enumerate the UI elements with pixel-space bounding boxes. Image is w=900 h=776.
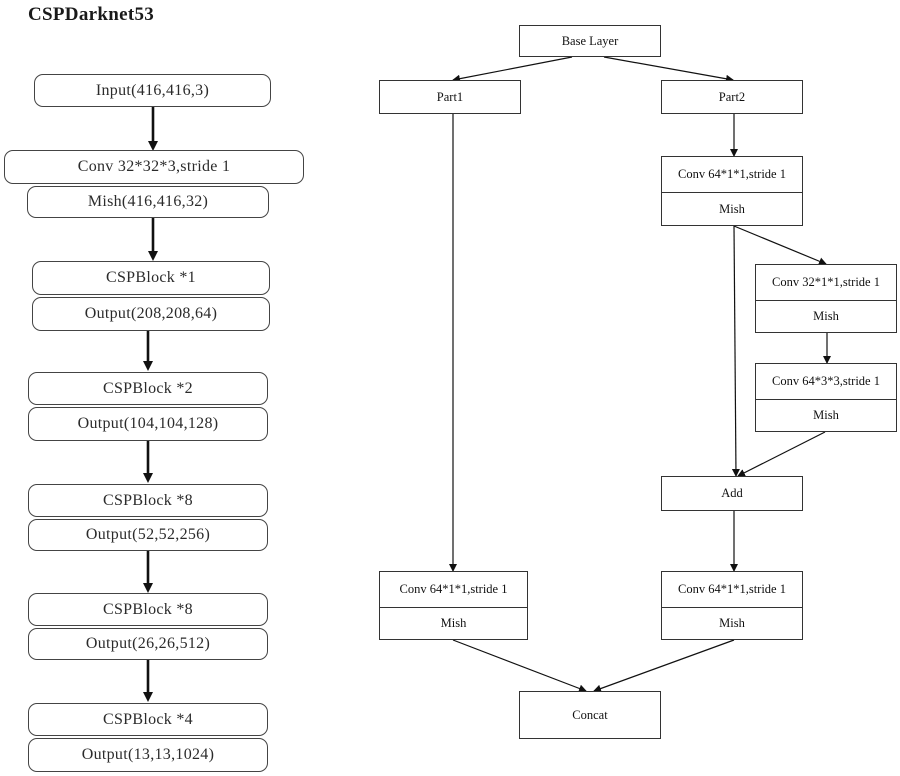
conv-box: Conv 32*32*3,stride 1 <box>4 150 304 184</box>
conv-left-label: Conv 64*1*1,stride 1 <box>399 582 508 596</box>
input-box: Input(416,416,3) <box>34 74 271 107</box>
arrow-conva-add <box>731 225 740 477</box>
diagram-title: CSPDarknet53 <box>28 4 155 25</box>
csp-output-5: Output(13,13,1024) <box>28 738 268 772</box>
csp-output-3: Output(52,52,256) <box>28 519 268 551</box>
conv-right-label: Conv 64*1*1,stride 1 <box>678 582 786 596</box>
conv-b-act: Mish <box>756 300 896 332</box>
csp-block-2: CSPBlock *2 <box>28 372 268 405</box>
arrow-base-part2 <box>603 56 734 83</box>
conv-c-act: Mish <box>756 399 896 431</box>
part1-box: Part1 <box>379 80 521 114</box>
arrow-convright-concat <box>593 639 735 693</box>
conv-a-act: Mish <box>662 192 802 225</box>
part2-box: Part2 <box>661 80 803 114</box>
arrow-base-part1 <box>452 56 573 83</box>
base-layer-box: Base Layer <box>519 25 661 57</box>
arrow-conva-convb <box>733 225 827 266</box>
conv-a-label: Conv 64*1*1,stride 1 <box>678 167 786 181</box>
conv-right-box: Conv 64*1*1,stride 1 Mish <box>661 571 803 640</box>
conv-c-label: Conv 64*3*3,stride 1 <box>772 374 880 388</box>
conv-b-box: Conv 32*1*1,stride 1 Mish <box>755 264 897 333</box>
csp-block-4: CSPBlock *8 <box>28 593 268 626</box>
csp-block-3: CSPBlock *8 <box>28 484 268 517</box>
conv-a-box: Conv 64*1*1,stride 1 Mish <box>661 156 803 226</box>
conv-right-act: Mish <box>662 607 802 639</box>
csp-block-1: CSPBlock *1 <box>32 261 270 295</box>
conv-left-box: Conv 64*1*1,stride 1 Mish <box>379 571 528 640</box>
mish-box: Mish(416,416,32) <box>27 186 269 218</box>
conv-left-act: Mish <box>380 607 527 639</box>
csp-block-5: CSPBlock *4 <box>28 703 268 736</box>
conv-c-box: Conv 64*3*3,stride 1 Mish <box>755 363 897 432</box>
csp-output-2: Output(104,104,128) <box>28 407 268 441</box>
add-box: Add <box>661 476 803 511</box>
arrow-convc-add <box>737 431 826 477</box>
csp-output-1: Output(208,208,64) <box>32 297 270 331</box>
csp-output-4: Output(26,26,512) <box>28 628 268 660</box>
conv-b-label: Conv 32*1*1,stride 1 <box>772 275 880 289</box>
concat-box: Concat <box>519 691 661 739</box>
arrow-convleft-concat <box>452 639 587 693</box>
